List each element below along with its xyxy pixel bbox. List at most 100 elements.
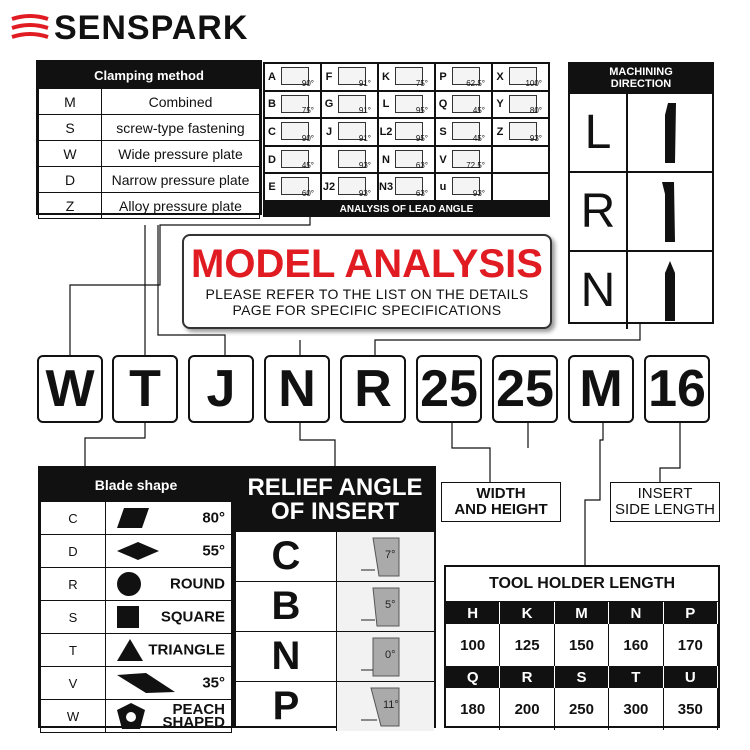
blade-shape-table: Blade shape C 80° D 55° R ROUND S SQUARE… (38, 466, 234, 733)
lead-angle-value: 93° (529, 133, 542, 143)
desc: Narrow pressure plate (101, 166, 260, 193)
banner-title: MODEL ANALYSIS (191, 242, 543, 286)
lead-angle-value: 63° (415, 189, 428, 198)
holder-value: 125 (500, 624, 555, 666)
relief-title-line2: OF INSERT (270, 497, 399, 525)
lead-angle-code: N (382, 153, 390, 166)
lead-angle-value: 60° (301, 189, 314, 198)
relief-row: N 0° (236, 631, 434, 681)
toolholder-sketch-icon (281, 149, 309, 168)
relief-insert-icon: 0° (360, 637, 399, 676)
lead-angle-cell: C 90° (264, 118, 321, 146)
table-row: R ROUND (40, 567, 232, 601)
code: S (38, 114, 102, 141)
holder-code: S (554, 666, 610, 688)
holder-value: 350 (664, 688, 718, 730)
shape-label: ROUND (170, 575, 225, 593)
model-char-blade: T (112, 355, 178, 423)
model-char-direction: R (340, 355, 406, 423)
lead-angle-code: J (325, 125, 333, 138)
lead-angle-code: u (439, 181, 447, 194)
lead-angle-value: 93° (358, 161, 371, 171)
relief-letter: N (236, 632, 337, 681)
relief-angle-label: 11° (383, 699, 399, 711)
relief-angle-label: 0° (385, 649, 396, 661)
lead-angle-code: S (439, 125, 447, 138)
relief-title: RELIEF ANGLE OF INSERT (236, 468, 434, 531)
toolholder-sketch-icon (395, 177, 423, 196)
toolholder-sketch-icon (338, 67, 366, 85)
toolholder-sketch-icon (509, 94, 537, 113)
machining-row-right: R (570, 171, 712, 250)
lead-angle-code: Z (496, 125, 504, 138)
holder-value: 180 (446, 688, 501, 730)
rhombus-80-icon (117, 508, 149, 528)
lead-angle-cell: E 60° (264, 173, 321, 201)
lead-angle-value: 95° (415, 106, 428, 116)
toolholder-sketch-icon (338, 94, 366, 113)
code: S (40, 600, 106, 634)
holder-value: 150 (555, 624, 610, 666)
holder-title: TOOL HOLDER LENGTH (446, 567, 718, 602)
lead-angle-title: ANALYSIS OF LEAD ANGLE (263, 202, 550, 217)
lead-angle-code: A (268, 70, 276, 83)
holder-codes-row-2: Q R S T U (446, 666, 718, 688)
width-height-line2: AND HEIGHT (454, 501, 548, 518)
toolholder-sketch-icon (338, 149, 366, 168)
shape-label: 55° (202, 542, 225, 560)
lead-angle-cell: Z 93° (492, 118, 549, 146)
lead-angle-code: C (268, 125, 276, 138)
model-analysis-banner: MODEL ANALYSIS PLEASE REFER TO THE LIST … (182, 234, 552, 329)
shape-label: TRIANGLE (148, 641, 225, 659)
lead-angle-code: K (382, 70, 390, 83)
lead-angle-value: 90° (301, 133, 314, 143)
toolholder-sketch-icon (452, 122, 480, 141)
brand-logo: SENSPARK (10, 8, 310, 48)
machining-direction-table: MACHINING DIRECTION L R N (568, 62, 714, 329)
lead-angle-code: D (268, 153, 276, 166)
desc: screw-type fastening (101, 114, 260, 141)
lead-angle-value: 45° (301, 161, 314, 171)
lead-angle-value: 91° (358, 78, 371, 88)
lead-angle-cell: 93° (321, 145, 378, 174)
lead-angle-code: F (325, 70, 333, 83)
toolholder-sketch-icon (281, 94, 309, 113)
relief-insert-icon: 11° (360, 687, 399, 726)
lead-angle-cell: K 75° (378, 63, 435, 91)
holder-value: 300 (609, 688, 664, 730)
holder-value: 100 (446, 624, 501, 666)
holder-values-row-1: 100 125 150 160 170 (446, 624, 718, 666)
lead-angle-code: Q (438, 98, 448, 111)
tool-holder-length-table: TOOL HOLDER LENGTH H K M N P 100 125 150… (444, 565, 720, 730)
holder-code: P (663, 602, 718, 624)
lead-angle-value: 75° (301, 106, 314, 116)
relief-insert-icon: 5° (360, 587, 399, 626)
code: W (38, 140, 102, 167)
model-char-clamping: W (37, 355, 103, 423)
lead-angle-code: E (268, 181, 276, 194)
code: C (40, 501, 106, 535)
lead-angle-code: B (268, 98, 276, 111)
right-hand-tool-icon (662, 181, 675, 242)
lead-angle-value: 100° (525, 78, 542, 88)
square-icon (117, 606, 139, 628)
lead-angle-value: 75° (415, 78, 428, 88)
width-height-label: WIDTH AND HEIGHT (441, 482, 561, 522)
lead-angle-cell (492, 173, 549, 201)
banner-line1: PLEASE REFER TO THE LIST ON THE DETAILS (205, 286, 529, 302)
shape-label: 35° (202, 674, 225, 692)
lead-angle-value: 93° (358, 189, 371, 198)
lead-angle-code: L (382, 98, 390, 111)
triangle-icon (117, 639, 143, 661)
